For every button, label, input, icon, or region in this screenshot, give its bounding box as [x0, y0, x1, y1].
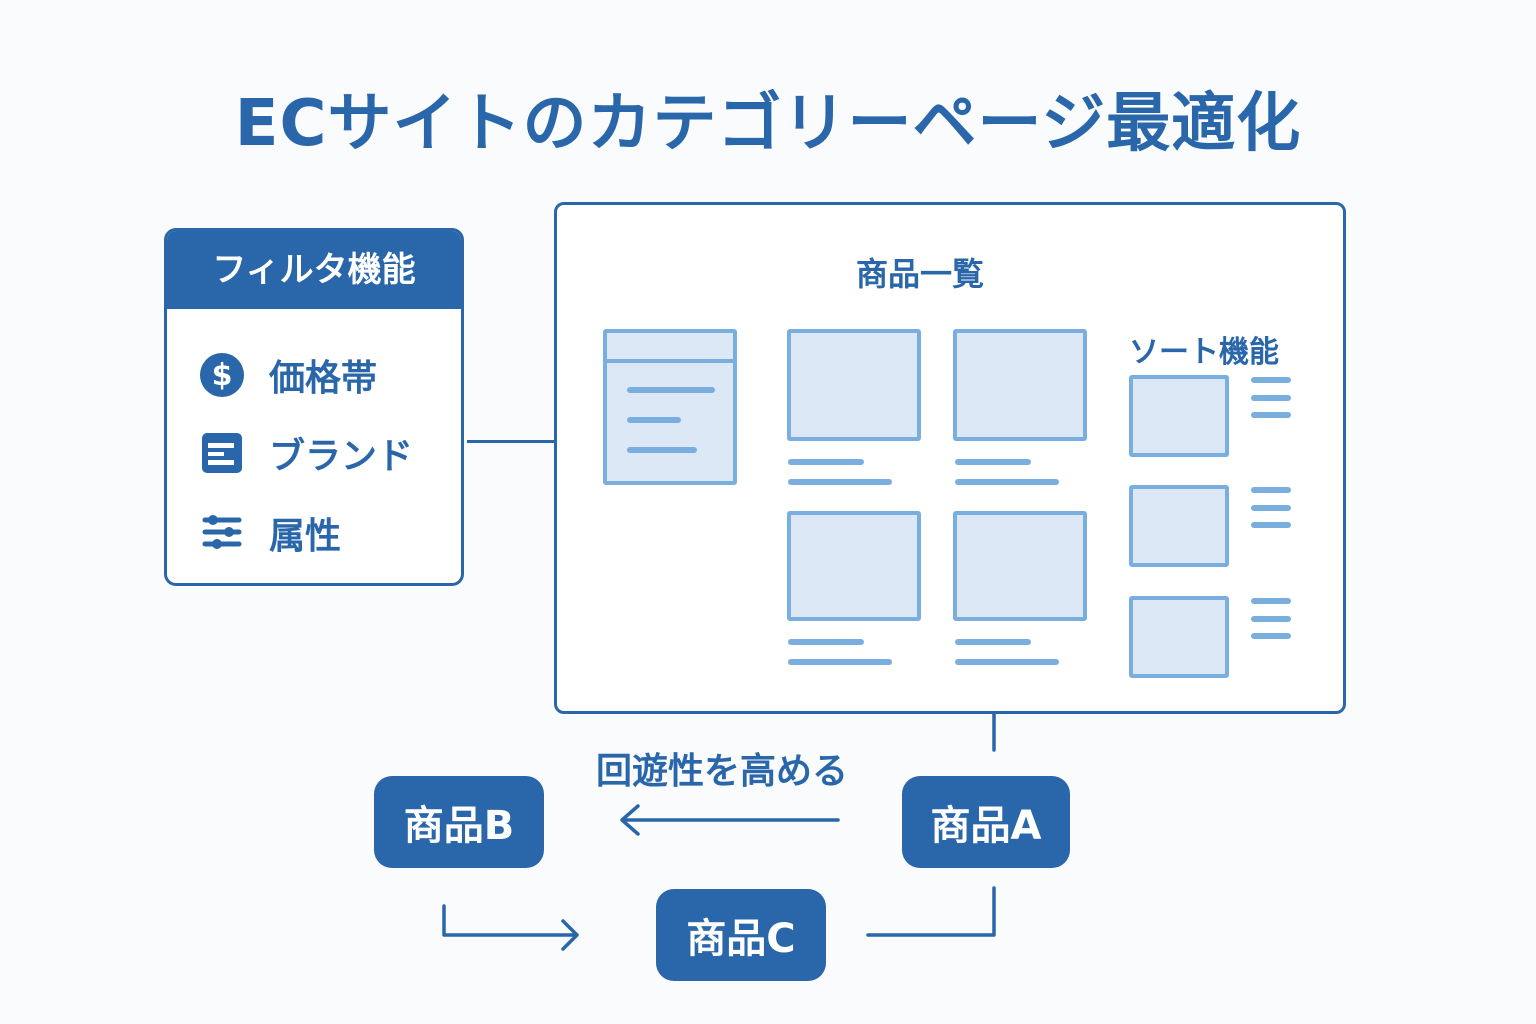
arrow-a-to-b-head [620, 804, 640, 836]
sort-line [1251, 522, 1291, 528]
placeholder-line [955, 659, 1059, 665]
product-c-node[interactable]: 商品C [656, 889, 826, 981]
connector-a-to-c [866, 886, 996, 937]
placeholder-line [955, 639, 1031, 645]
product-thumbnail [787, 329, 921, 441]
sort-thumbnail [1129, 596, 1229, 678]
product-thumbnail [787, 511, 921, 621]
product-list-title: 商品一覧 [855, 255, 984, 293]
sliders-icon [199, 510, 245, 556]
filter-item-price[interactable]: $ 価格帯 [199, 349, 377, 401]
placeholder-line [788, 659, 892, 665]
placeholder-line [788, 459, 864, 465]
connector-line [467, 440, 555, 443]
filter-header: フィルタ機能 [167, 231, 461, 309]
placeholder-line [955, 479, 1059, 485]
sort-title: ソート機能 [1129, 335, 1279, 370]
placeholder-line [627, 387, 715, 393]
product-b-node[interactable]: 商品B [374, 776, 544, 868]
product-thumbnail [953, 329, 1087, 441]
product-a-node[interactable]: 商品A [902, 776, 1070, 868]
sidebar-placeholder-header [607, 359, 733, 363]
filter-panel: フィルタ機能 $ 価格帯 ブランド 属性 [164, 228, 464, 586]
sort-line [1251, 487, 1291, 493]
sort-thumbnail [1129, 485, 1229, 567]
filter-item-label: 価格帯 [269, 358, 378, 399]
svg-text:$: $ [212, 358, 233, 393]
product-thumbnail [953, 511, 1087, 621]
placeholder-line [788, 479, 892, 485]
sort-line [1251, 377, 1291, 383]
placeholder-line [955, 459, 1031, 465]
placeholder-line [627, 447, 697, 453]
sort-line [1251, 412, 1291, 418]
dollar-icon: $ [199, 352, 245, 398]
flow-caption: 回遊性を高める [596, 751, 849, 792]
filter-item-attribute[interactable]: 属性 [199, 507, 341, 559]
product-list-panel: 商品一覧 ソート機能 [554, 202, 1346, 714]
filter-item-brand[interactable]: ブランド [199, 427, 413, 479]
diagram-title: ECサイトのカテゴリーページ最適化 [234, 87, 1302, 161]
sort-line [1251, 505, 1291, 511]
arrow-b-to-c-head [561, 919, 579, 951]
sort-line [1251, 633, 1291, 639]
sort-thumbnail [1129, 375, 1229, 457]
sort-line [1251, 395, 1291, 401]
sort-line [1251, 616, 1291, 622]
sidebar-placeholder [603, 329, 737, 485]
sort-line [1251, 598, 1291, 604]
filter-item-label: ブランド [269, 436, 414, 477]
placeholder-line [627, 417, 681, 423]
filter-item-label: 属性 [269, 516, 342, 557]
brand-card-icon [199, 430, 245, 476]
arrow-b-to-c [442, 904, 578, 937]
placeholder-line [788, 639, 864, 645]
